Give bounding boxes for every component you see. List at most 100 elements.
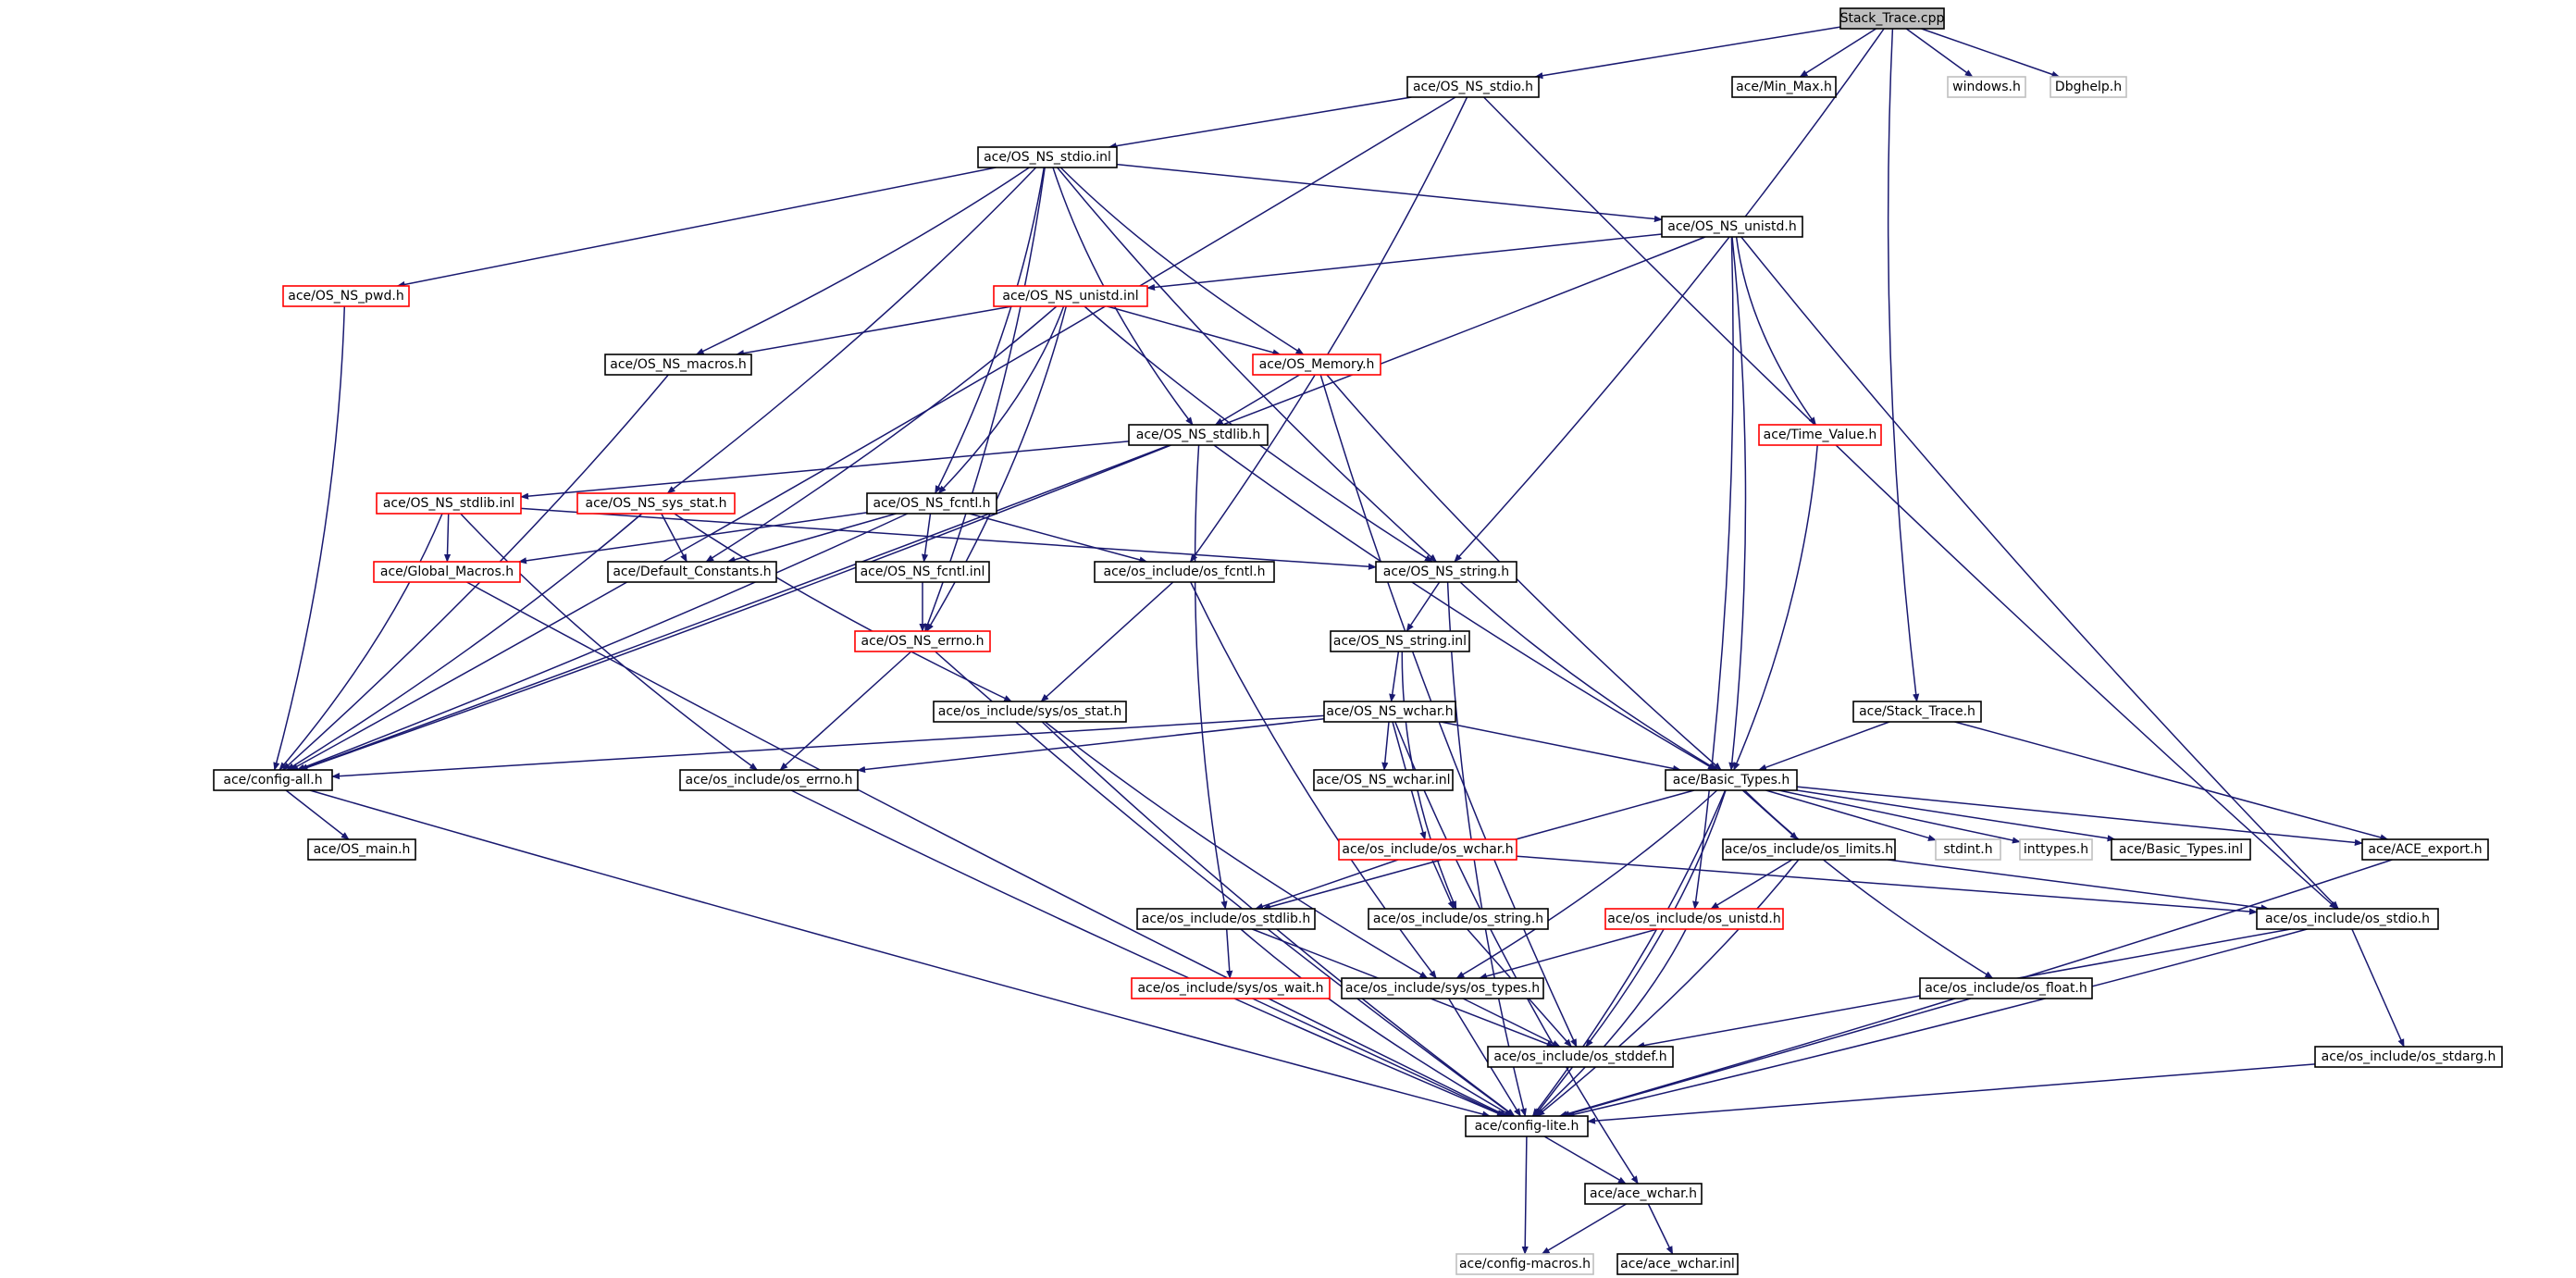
node-os-include-os-string-h[interactable]: ace/os_include/os_string.h [1368,908,1549,930]
node-os-ns-fcntl-inl[interactable]: ace/OS_NS_fcntl.inl [855,561,990,583]
node-label: ace/config-all.h [223,773,322,788]
node-time-value-h[interactable]: ace/Time_Value.h [1758,424,1882,446]
node-global-macros-h[interactable]: ace/Global_Macros.h [373,561,521,583]
node-box [1947,76,2026,98]
node-basic-types-h[interactable]: ace/Basic_Types.h [1665,769,1798,791]
node-dbghelp-h[interactable]: Dbghelp.h [2050,76,2127,98]
node-stdint-h[interactable]: stdint.h [1935,838,2001,861]
node-os-main-h[interactable]: ace/OS_main.h [307,838,416,861]
node-ace-export-h[interactable]: ace/ACE_export.h [2361,838,2489,861]
node-label: Stack_Trace.cpp [1840,11,1945,26]
node-stack-trace-cpp[interactable]: Stack_Trace.cpp [1839,7,1945,30]
node-os-ns-macros-h[interactable]: ace/OS_NS_macros.h [604,354,752,376]
edge-os_include_sys_os_types_h-to-config_lite_h [1448,998,1521,1117]
node-os-ns-errno-h[interactable]: ace/OS_NS_errno.h [854,630,991,652]
edge-time_value_h-to-basic_types_h [1733,444,1818,771]
node-box [1665,769,1798,791]
node-os-include-os-limits-h[interactable]: ace/os_include/os_limits.h [1722,838,1896,861]
node-os-include-os-wchar-h[interactable]: ace/os_include/os_wchar.h [1338,838,1517,861]
edge-os_include_os_stdlib_h-to-config_lite_h [1240,928,1513,1117]
node-config-lite-h[interactable]: ace/config-lite.h [1465,1115,1589,1137]
node-inttypes-h[interactable]: inttypes.h [2019,838,2093,861]
node-os-include-sys-os-stat-h[interactable]: ace/os_include/sys/os_stat.h [933,701,1127,723]
node-os-ns-string-h[interactable]: ace/OS_NS_string.h [1375,561,1517,583]
node-box [855,561,990,583]
edge-os_ns_fcntl_h-to-config_all_h [296,513,909,771]
edge-os_ns_unistd_inl-to-os_ns_macros_h [736,305,1013,357]
node-label: Dbghelp.h [2055,80,2122,94]
node-os-ns-stdio-inl[interactable]: ace/OS_NS_stdio.inl [977,146,1118,168]
edge-os_ns_unistd_h-to-os_include_os_stdio_h [1740,236,2339,910]
node-box [2361,838,2489,861]
node-label: ace/OS_NS_string.h [1383,565,1509,579]
edge-os_include_os_wchar_h-to-os_include_os_string_h [1431,859,1455,910]
edge-os_ns_stdio_inl-to-os_ns_unistd_h [1116,163,1663,223]
node-os-ns-unistd-inl[interactable]: ace/OS_NS_unistd.inl [993,285,1148,307]
edge-os_include_sys_os_stat_h-to-os_include_sys_os_types_h [1044,721,1429,979]
node-box [1465,1115,1589,1137]
node-box [1604,908,1784,930]
node-os-include-os-stddef-h[interactable]: ace/os_include/os_stddef.h [1487,1046,1674,1068]
node-os-ns-sys-stat-h[interactable]: ace/OS_NS_sys_stat.h [576,492,736,515]
edge-os_ns_unistd_inl-to-os_memory_h [1107,305,1282,356]
node-basic-types-inl[interactable]: ace/Basic_Types.inl [2111,838,2251,861]
node-os-include-os-fcntl-h[interactable]: ace/os_include/os_fcntl.h [1094,561,1275,583]
node-box [2314,1046,2503,1068]
edge-os_include_os_limits_h-to-os_include_os_stdio_h [1888,859,2270,912]
node-os-include-os-errno-h[interactable]: ace/os_include/os_errno.h [679,769,859,791]
node-os-include-os-stdio-h[interactable]: ace/os_include/os_stdio.h [2256,908,2439,930]
node-label: ace/OS_NS_macros.h [610,357,746,372]
node-box [1330,630,1470,652]
node-windows-h[interactable]: windows.h [1947,76,2026,98]
node-os-include-os-stdlib-h[interactable]: ace/os_include/os_stdlib.h [1136,908,1316,930]
edge-basic_types_h-to-stdint_h [1765,789,1937,841]
node-box [1919,977,2093,999]
node-os-ns-string-inl[interactable]: ace/OS_NS_string.inl [1330,630,1470,652]
node-box [282,285,410,307]
node-os-ns-stdlib-inl[interactable]: ace/OS_NS_stdlib.inl [376,492,522,515]
node-os-ns-stdio-h[interactable]: ace/OS_NS_stdio.h [1406,76,1540,98]
edge-os_ns_wchar_h-to-config_all_h [331,714,1325,780]
node-config-all-h[interactable]: ace/config-all.h [213,769,333,791]
node-min-max-h[interactable]: ace/Min_Max.h [1731,76,1837,98]
edge-os_include_os_stddef_h-to-config_lite_h [1533,1066,1574,1117]
node-label: ace/OS_main.h [314,842,411,857]
node-os-include-os-unistd-h[interactable]: ace/os_include/os_unistd.h [1604,908,1784,930]
node-os-include-os-stdarg-h[interactable]: ace/os_include/os_stdarg.h [2314,1046,2503,1068]
edge-os_ns_wchar_h-to-basic_types_h [1440,721,1681,772]
edge-os_include_os_limits_h-to-config_lite_h [1536,859,1800,1117]
node-os-include-sys-os-wait-h[interactable]: ace/os_include/sys/os_wait.h [1131,977,1331,999]
edge-os_ns_sys_stat_h-to-config_all_h [286,513,643,771]
node-box [2019,838,2093,861]
node-label: ace/Min_Max.h [1736,80,1832,94]
node-os-ns-wchar-h[interactable]: ace/OS_NS_wchar.h [1323,701,1456,723]
edge-os_ns_fcntl_h-to-default_constants_h [726,513,897,564]
node-box [1128,424,1269,446]
node-os-ns-stdlib-h[interactable]: ace/OS_NS_stdlib.h [1128,424,1269,446]
edge-os_include_os_wchar_h-to-os_include_os_stdlib_h [1255,859,1399,910]
node-stack-trace-h[interactable]: ace/Stack_Trace.h [1852,701,1982,723]
node-os-ns-fcntl-h[interactable]: ace/OS_NS_fcntl.h [866,492,997,515]
node-box [1375,561,1517,583]
node-ace-wchar-inl[interactable]: ace/ace_wchar.inl [1616,1253,1739,1275]
node-ace-wchar-h[interactable]: ace/ace_wchar.h [1584,1183,1703,1205]
node-box [307,838,416,861]
node-os-ns-pwd-h[interactable]: ace/OS_NS_pwd.h [282,285,410,307]
edge-os_ns_sys_stat_h-to-default_constants_h [661,513,687,563]
node-os-memory-h[interactable]: ace/OS_Memory.h [1252,354,1381,376]
node-box [1252,354,1381,376]
node-label: ace/os_include/sys/os_types.h [1345,981,1540,996]
node-box [1852,701,1982,723]
edge-basic_types_h-to-inttypes_h [1778,789,2021,844]
node-box [2111,838,2251,861]
edge-os_include_os_wchar_h-to-os_include_os_stdio_h [1516,855,2258,915]
node-os-ns-unistd-h[interactable]: ace/OS_NS_unistd.h [1661,216,1803,238]
node-default-constants-h[interactable]: ace/Default_Constants.h [607,561,777,583]
node-label: ace/os_include/sys/os_wait.h [1137,981,1323,996]
node-os-include-os-float-h[interactable]: ace/os_include/os_float.h [1919,977,2093,999]
node-os-ns-wchar-inl[interactable]: ace/OS_NS_wchar.inl [1313,769,1454,791]
node-box [2050,76,2127,98]
node-config-macros-h[interactable]: ace/config-macros.h [1455,1253,1594,1275]
node-os-include-sys-os-types-h[interactable]: ace/os_include/sys/os_types.h [1341,977,1544,999]
